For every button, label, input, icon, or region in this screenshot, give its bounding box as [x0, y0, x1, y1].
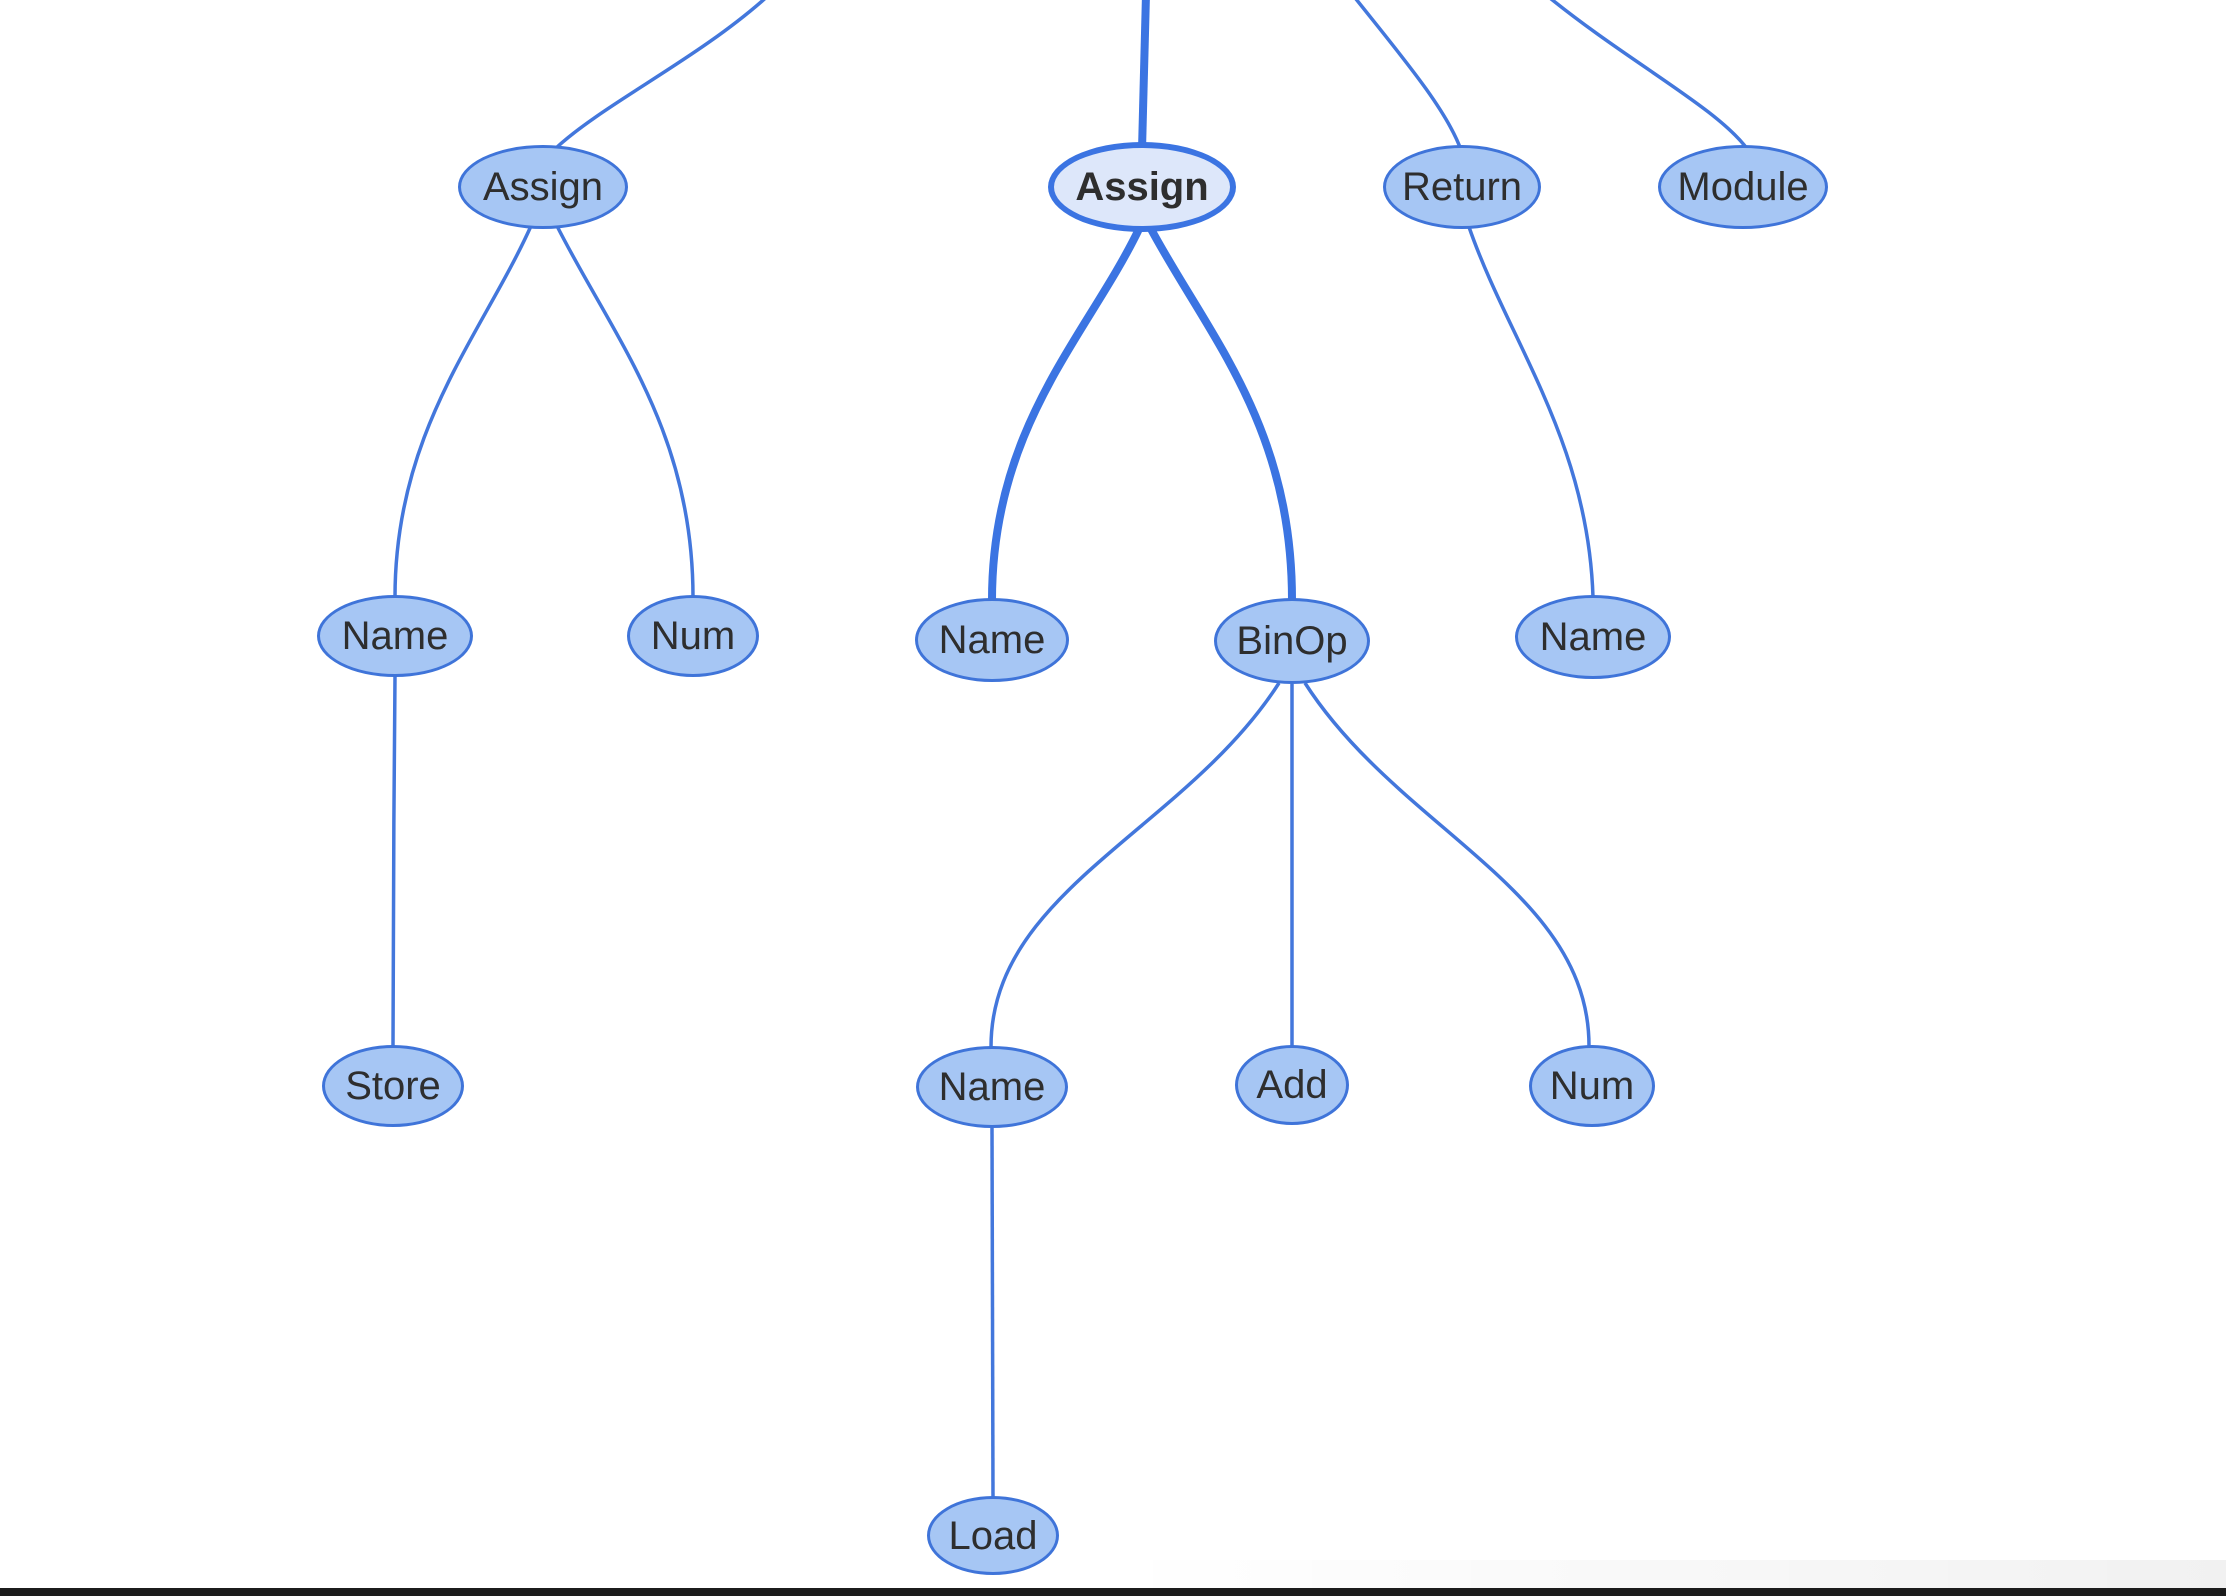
node-store-1[interactable]: Store	[322, 1045, 464, 1127]
node-name-2[interactable]: Name	[915, 598, 1069, 682]
edge-name-1-store-1	[391, 675, 397, 1047]
node-name-4[interactable]: Name	[916, 1046, 1068, 1128]
node-add-1[interactable]: Add	[1235, 1045, 1349, 1125]
node-num-2[interactable]: Num	[1529, 1045, 1655, 1127]
node-num-1[interactable]: Num	[627, 595, 759, 677]
node-return-1[interactable]: Return	[1383, 145, 1541, 229]
node-load-1[interactable]: Load	[927, 1496, 1059, 1575]
edge-assign-1-num-1	[555, 225, 695, 598]
edge-root-return-1	[1354, 0, 1463, 151]
bottom-window-edge-bar	[0, 1588, 2226, 1596]
edge-name-4-load-1	[990, 1127, 995, 1498]
node-name-1[interactable]: Name	[317, 595, 473, 677]
edge-assign-1-name-1	[393, 225, 533, 598]
edge-root-module-1	[1549, 0, 1750, 152]
node-assign-2-highlighted[interactable]: Assign	[1048, 142, 1236, 232]
edge-return-1-name-3	[1467, 226, 1595, 598]
edge-binop-1-num-2	[1303, 682, 1591, 1047]
node-module-1[interactable]: Module	[1658, 145, 1828, 229]
node-assign-1[interactable]: Assign	[458, 145, 628, 229]
node-name-3[interactable]: Name	[1515, 595, 1671, 679]
edge-binop-1-name-4	[989, 682, 1281, 1048]
edge-root-assign-2	[1138, 0, 1150, 151]
node-binop-1[interactable]: BinOp	[1214, 598, 1370, 684]
edge-assign-2-name-2	[988, 227, 1143, 601]
edge-assign-2-binop-1	[1147, 227, 1296, 601]
edge-root-assign-1	[554, 0, 766, 150]
